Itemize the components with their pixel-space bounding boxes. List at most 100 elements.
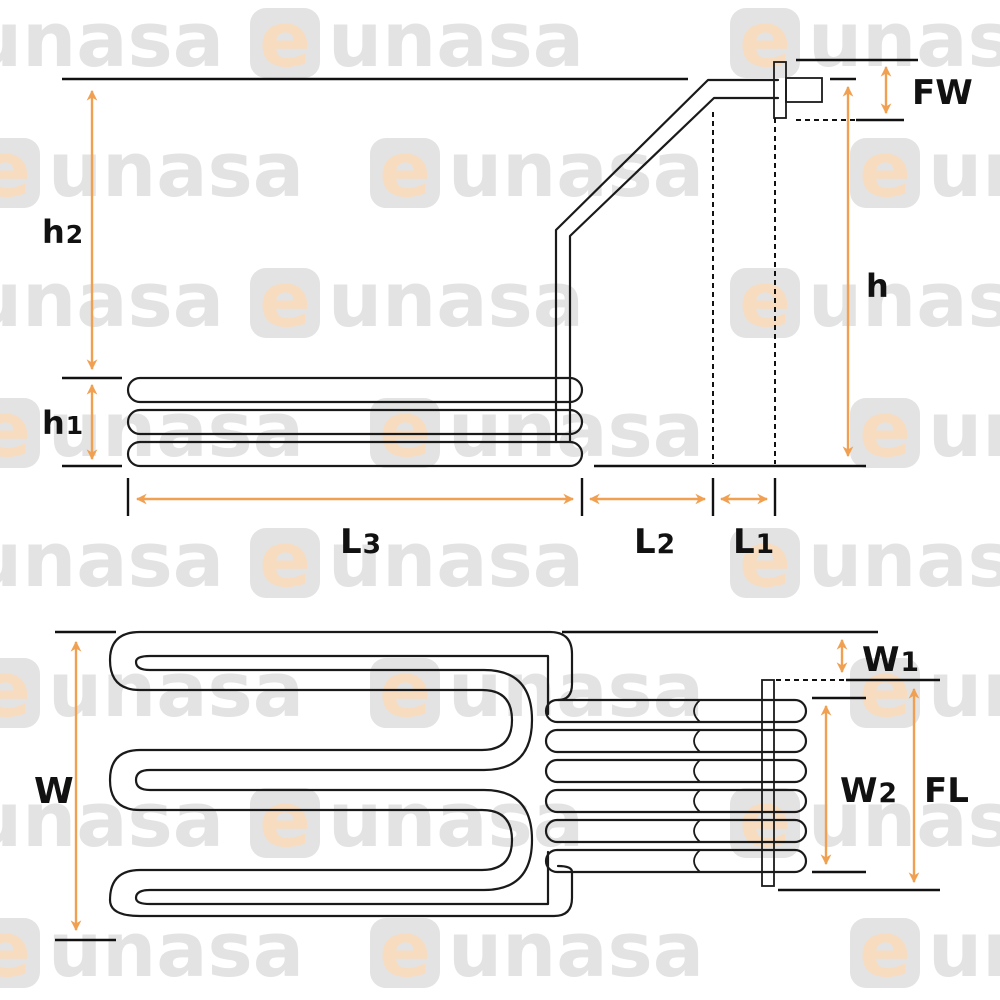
watermark-wordmark: unasa — [0, 515, 224, 604]
watermark-logo-box — [730, 8, 800, 78]
watermark-wordmark: unasa — [48, 385, 304, 474]
tube-end-6 — [544, 848, 808, 874]
label-h2-text: h — [42, 213, 65, 251]
watermark-wordmark: unasa — [48, 905, 304, 994]
watermark-logo-letter: e — [259, 775, 311, 864]
watermark-logo-box — [850, 138, 920, 208]
watermark-logo-box — [850, 658, 920, 728]
label-l3: L3 — [340, 522, 381, 562]
watermark-logo-letter: e — [379, 125, 431, 214]
tube-end-3 — [544, 758, 808, 784]
watermark-wordmark: unasa — [928, 905, 1000, 994]
watermark-wordmark: unasa — [328, 515, 584, 604]
label-h: h — [866, 267, 889, 305]
watermark-logo-box — [730, 528, 800, 598]
watermark-logo-letter: e — [379, 905, 431, 994]
coil-loop-middle — [126, 408, 584, 436]
watermark-logo-letter: e — [0, 125, 31, 214]
watermark-wordmark: unasa — [0, 0, 224, 84]
coil-loop-bottom — [126, 440, 584, 468]
watermark-logo-box — [250, 788, 320, 858]
watermark-logo-letter: e — [0, 385, 31, 474]
watermark-logo-letter: e — [859, 645, 911, 734]
watermark-logo-box — [730, 788, 800, 858]
watermark-logo-letter: e — [379, 385, 431, 474]
riser-inner-line — [568, 96, 780, 444]
serpentine-outer — [108, 630, 574, 918]
watermark-wordmark: unasa — [448, 645, 704, 734]
label-w1: W1 — [862, 640, 919, 680]
watermark-logo-box — [370, 658, 440, 728]
label-h2: h2 — [42, 213, 83, 251]
watermark-wordmark: unasa — [0, 255, 224, 344]
label-w1-text: W — [862, 640, 900, 680]
top-view: W W1 W2 FL — [34, 630, 969, 942]
terminal-side — [785, 77, 823, 103]
flange-top — [761, 679, 775, 887]
label-l3-text: L — [340, 522, 362, 562]
label-l2-text: L — [634, 522, 656, 562]
tube-end-2 — [544, 728, 808, 754]
label-l1-text: L — [733, 522, 755, 562]
label-l2: L2 — [634, 522, 675, 562]
watermark-logo-letter: e — [0, 645, 31, 734]
watermark-logo-letter: e — [259, 515, 311, 604]
watermark-logo-letter: e — [859, 385, 911, 474]
watermark-logo-letter: e — [859, 125, 911, 214]
watermark-wordmark: unasa — [448, 385, 704, 474]
label-h-text: h — [866, 267, 889, 305]
watermark-logo-letter: e — [0, 905, 31, 994]
label-h1-text: h — [42, 404, 65, 442]
tube-inner-curls — [693, 699, 701, 873]
watermark-wordmark: unasa — [808, 0, 1000, 84]
watermark-logo-box — [850, 918, 920, 988]
watermark-logo-box — [850, 398, 920, 468]
watermark-wordmark: unasa — [928, 385, 1000, 474]
watermark-logo-box — [0, 918, 40, 988]
label-fl: FL — [924, 771, 969, 811]
watermark-wordmark: unasa — [808, 255, 1000, 344]
label-w2: W2 — [840, 771, 897, 811]
coil-loop-top — [126, 376, 584, 404]
watermark-wordmark: unasa — [328, 255, 584, 344]
watermark-wordmark: unasa — [328, 0, 584, 84]
watermark-logo-letter: e — [739, 515, 791, 604]
label-h1: h1 — [42, 404, 83, 442]
watermark-wordmark: unasa — [808, 515, 1000, 604]
watermark-wordmark: unasa — [448, 905, 704, 994]
watermark-logo-letter: e — [739, 255, 791, 344]
label-w: W — [34, 771, 74, 812]
label-fw: FW — [912, 73, 973, 113]
watermark-logo-box — [370, 138, 440, 208]
watermark-wordmark: unasa — [448, 125, 704, 214]
side-view: h2 h1 h FW L3 L2 L1 — [42, 58, 973, 562]
label-w-text: W — [34, 771, 74, 812]
tube-end-5 — [544, 818, 808, 844]
watermark-wordmark: unasa — [328, 775, 584, 864]
label-l1: L1 — [733, 522, 774, 562]
tube-end-4 — [544, 788, 808, 814]
serpentine-inner — [134, 654, 550, 906]
label-fl-text: FL — [924, 771, 969, 811]
riser-outer-line — [554, 78, 780, 444]
label-w2-text: W — [840, 771, 878, 811]
